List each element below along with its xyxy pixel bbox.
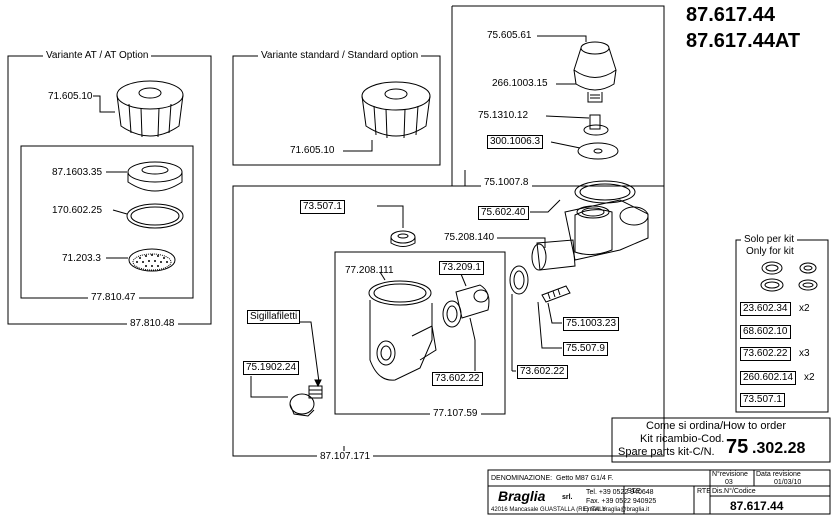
revision-value: 03: [725, 479, 733, 486]
at-assembly-label: 87.810.48: [127, 318, 178, 329]
company-logo: Braglia: [498, 488, 546, 504]
part-number-at-title: 87.617.44AT: [686, 30, 801, 52]
spring-label: 266.1003.15: [492, 78, 548, 89]
kit-item-code: 23.602.34: [740, 302, 791, 316]
variant-at-title: Variante AT / AT Option: [43, 50, 152, 61]
company-suffix: srl.: [562, 494, 573, 501]
main-assembly-label: 87.107.171: [317, 451, 374, 462]
kit-only-title-it: Solo per kit: [741, 234, 798, 245]
kit-item-qty: x3: [799, 348, 810, 359]
company-address: 42016 Mancasale GUASTALLA (RE) ITALY: [491, 507, 607, 513]
kit-item-code: 68.602.10: [740, 325, 791, 339]
at-nut-label: 71.605.10: [48, 91, 93, 102]
kit-item-code: 73.602.22: [740, 347, 791, 361]
rte-label: RTE: [697, 488, 711, 495]
kit-item-code: 73.507.1: [740, 393, 785, 407]
at-oring-label: 170.602.25: [52, 205, 103, 216]
company-tel: Tel. +39 0522 940648: [586, 489, 654, 496]
at-seal-label: 87.1603.35: [52, 167, 103, 178]
drawing-code-value: 87.617.44: [730, 499, 784, 513]
tube-label: 75.208.140: [444, 232, 495, 243]
body-seal-label: 73.602.22: [432, 372, 483, 386]
side-oring-label: 73.602.22: [517, 365, 568, 379]
kit-code-suffix: .302.28: [752, 440, 806, 457]
at-filter-label: 71.203.3: [62, 253, 101, 264]
nozzle-label: 73.209.1: [439, 261, 484, 275]
order-kit-label-it: Kit ricambio-Cod.: [640, 433, 725, 445]
screw-label: 75.1902.24: [243, 361, 300, 375]
order-heading: Come si ordina/How to order: [646, 420, 787, 432]
revision-date-label: Data revisione: [756, 471, 801, 478]
oring-top-label: 75.602.40: [478, 206, 529, 220]
small-screw-label: 75.1003.23: [563, 317, 620, 331]
kit-item-code: 260.602.14: [740, 371, 797, 385]
drawing-code-label: Dis.N°/Codice: [712, 488, 756, 495]
kit-code-prefix: 75: [726, 436, 749, 458]
sealant-label: Sigillafiletti: [247, 310, 301, 324]
variant-std-title: Variante standard / Standard option: [258, 50, 422, 61]
order-kit-label-en: Spare parts kit-C/N.: [618, 446, 715, 458]
small-plug-label: 73.507.1: [300, 200, 345, 214]
small-spring-label: 75.507.9: [563, 342, 608, 356]
top-sub-assembly-label: 75.1007.8: [481, 177, 532, 188]
denomination-label: DENOMINAZIONE:: [491, 475, 553, 482]
part-number-title: 87.617.44: [686, 4, 775, 26]
kit-item-qty: x2: [799, 303, 810, 314]
revision-date-value: 01/03/10: [774, 479, 802, 486]
disc-label: 300.1006.3: [487, 135, 544, 149]
cap-label: 75.605.61: [487, 30, 532, 41]
body-label: 77.208.111: [345, 265, 394, 276]
ste-label: STE: [627, 488, 641, 495]
body-sub-assembly-label: 77.107.59: [430, 408, 481, 419]
revision-label: N°revisione: [712, 471, 748, 478]
kit-item-qty: x2: [804, 372, 815, 383]
kit-only-title-en: Only for kit: [746, 246, 794, 257]
denomination-value: Getto M87 G1/4 F.: [556, 475, 614, 482]
nut-drawing: [116, 80, 184, 138]
company-fax: Fax. +39 0522 940925: [586, 498, 657, 505]
std-nut-label: 71.605.10: [290, 145, 335, 156]
company-email: Email: braglia@braglia.it: [584, 507, 650, 513]
pin-label: 75.1310.12: [478, 110, 529, 121]
at-sub-assembly-label: 77.810.47: [88, 292, 139, 303]
